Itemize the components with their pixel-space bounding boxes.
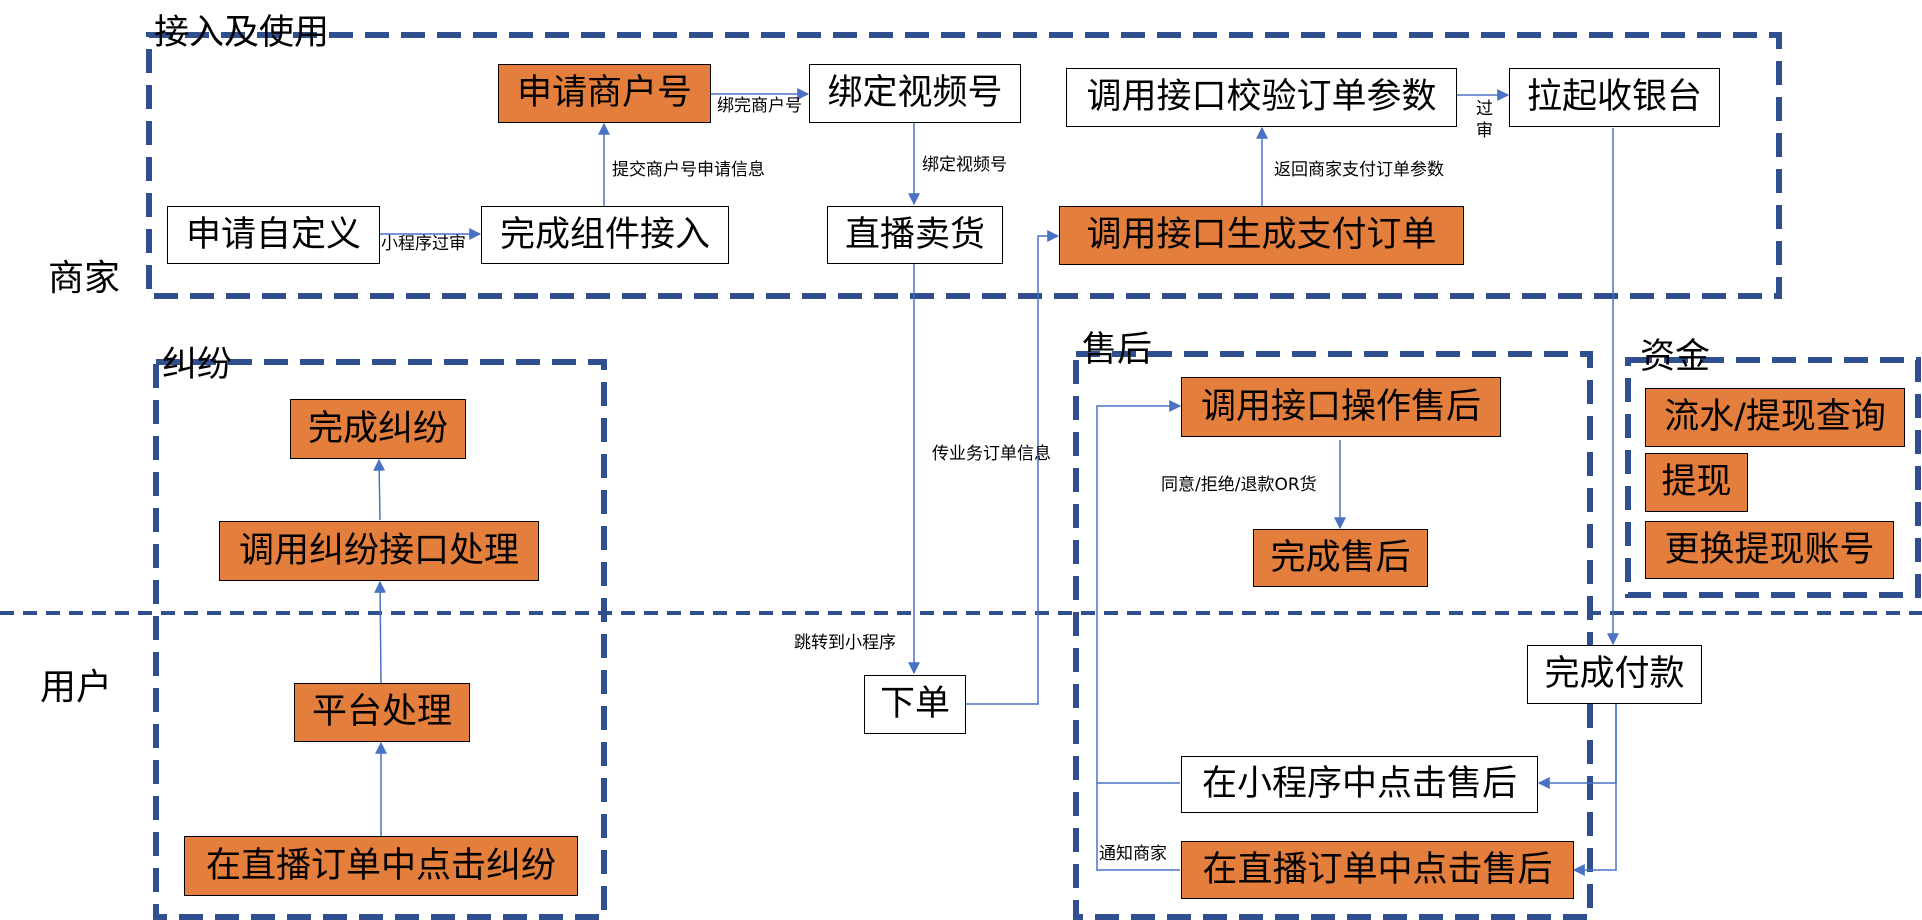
section-title-access: 接入及使用 bbox=[154, 13, 330, 53]
edge-dispute-api-to-finish bbox=[373, 458, 386, 521]
edge-live-click-join bbox=[1096, 783, 1180, 871]
edge-label-agree-reject: 同意/拒绝/退款OR货 bbox=[1161, 475, 1317, 495]
edge-label-review-1: 过 bbox=[1476, 99, 1493, 119]
node-call-aftersales-api[interactable]: 调用接口操作售后 bbox=[1181, 377, 1501, 437]
edge-order-to-gen bbox=[966, 230, 1060, 705]
node-open-cashier[interactable]: 拉起收银台 bbox=[1509, 68, 1720, 127]
section-dispute-frame bbox=[153, 359, 607, 920]
node-finish-dispute[interactable]: 完成纠纷 bbox=[290, 399, 466, 459]
edge-label-return-pay-params: 返回商家支付订单参数 bbox=[1274, 160, 1444, 180]
node-call-dispute-api[interactable]: 调用纠纷接口处理 bbox=[219, 521, 539, 581]
node-verify-order-params[interactable]: 调用接口校验订单参数 bbox=[1066, 68, 1457, 127]
edge-label-jump-mini: 跳转到小程序 bbox=[794, 633, 896, 653]
section-title-aftersales: 售后 bbox=[1082, 330, 1153, 370]
node-apply-merchant-id[interactable]: 申请商户号 bbox=[498, 64, 711, 123]
edge-label-review-2: 审 bbox=[1476, 121, 1493, 141]
node-change-account[interactable]: 更换提现账号 bbox=[1645, 521, 1894, 579]
edge-label-submit-merchant-info: 提交商户号申请信息 bbox=[612, 160, 765, 180]
lane-label-merchant: 商家 bbox=[48, 258, 121, 299]
node-finish-component[interactable]: 完成组件接入 bbox=[481, 206, 729, 264]
node-click-aftersales-mini[interactable]: 在小程序中点击售后 bbox=[1181, 756, 1538, 813]
node-platform-handle[interactable]: 平台处理 bbox=[294, 683, 470, 742]
node-finish-aftersales[interactable]: 完成售后 bbox=[1253, 529, 1428, 587]
node-finish-payment[interactable]: 完成付款 bbox=[1527, 645, 1702, 704]
edge-label-bind-video-no: 绑定视频号 bbox=[922, 155, 1007, 175]
node-withdraw[interactable]: 提现 bbox=[1645, 453, 1748, 512]
edge-notify-to-aftersales bbox=[1096, 400, 1182, 784]
node-click-dispute[interactable]: 在直播订单中点击纠纷 bbox=[184, 836, 578, 896]
section-title-dispute: 纠纷 bbox=[162, 345, 233, 385]
section-funds-frame bbox=[1625, 357, 1921, 598]
edge-label-bind-merchant-id: 绑完商户号 bbox=[717, 96, 802, 116]
edge-payment-to-mini bbox=[1537, 704, 1617, 789]
node-flow-query[interactable]: 流水/提现查询 bbox=[1645, 388, 1905, 447]
node-gen-pay-order[interactable]: 调用接口生成支付订单 bbox=[1059, 206, 1464, 265]
node-click-aftersales-live[interactable]: 在直播订单中点击售后 bbox=[1181, 841, 1574, 899]
section-title-funds: 资金 bbox=[1640, 337, 1711, 377]
node-bind-video-account[interactable]: 绑定视频号 bbox=[809, 64, 1021, 123]
section-access-frame bbox=[146, 32, 1782, 299]
edge-platform-to-dispute-api bbox=[374, 580, 387, 684]
edge-label-notify-merchant: 通知商家 bbox=[1099, 844, 1167, 864]
section-aftersales-frame bbox=[1073, 351, 1593, 920]
node-place-order[interactable]: 下单 bbox=[864, 675, 966, 734]
node-apply-custom[interactable]: 申请自定义 bbox=[167, 206, 380, 264]
lane-label-user: 用户 bbox=[40, 667, 113, 708]
edge-payment-to-live bbox=[1572, 704, 1617, 876]
edge-label-mini-review: 小程序过审 bbox=[381, 234, 466, 254]
node-live-selling[interactable]: 直播卖货 bbox=[827, 206, 1003, 264]
edge-label-pass-order-info: 传业务订单信息 bbox=[932, 444, 1051, 464]
